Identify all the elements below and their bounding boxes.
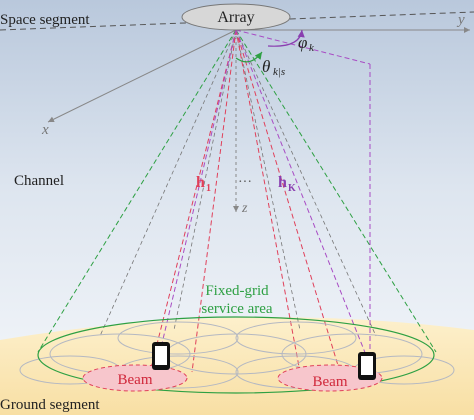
- ground-segment-label: Ground segment: [0, 397, 100, 413]
- dots-label: ···: [238, 175, 252, 190]
- user1-link-far2: [235, 29, 341, 373]
- coverage-edge-right: [235, 29, 437, 353]
- phi-angle-arc: [267, 29, 305, 47]
- beam-right-label: Beam: [313, 374, 348, 390]
- coverage-edge-left: [37, 29, 237, 353]
- satellite-array-icon: [181, 3, 291, 31]
- hK-label: h: [278, 174, 287, 191]
- beam-right: [277, 364, 383, 392]
- user1-link-left: [149, 29, 237, 373]
- z-axis-label: z: [241, 201, 248, 216]
- x-axis: [47, 29, 237, 123]
- grid-edge-right: [235, 29, 377, 337]
- space-segment-label: Space segment: [0, 12, 90, 28]
- beam-left: [82, 364, 188, 392]
- theta-subscript: k|s: [273, 66, 285, 78]
- userK-link-a: [159, 29, 237, 353]
- userK-link-b: [235, 29, 369, 361]
- service-area-line2: service area: [201, 301, 273, 317]
- hK-subscript: K: [288, 183, 296, 194]
- phi-symbol: φ: [298, 33, 307, 52]
- array-label: Array: [217, 9, 254, 26]
- user1-link-far: [235, 29, 301, 373]
- h1-subscript: 1: [206, 183, 211, 194]
- phi-subscript: k: [309, 42, 315, 54]
- userK-projection-top: [235, 29, 371, 65]
- x-axis-label: x: [41, 122, 49, 138]
- channel-label: Channel: [14, 173, 64, 189]
- beam-left-label: Beam: [118, 372, 153, 388]
- grid-edge-inner-right: [235, 29, 301, 331]
- user1-link-right: [191, 29, 237, 373]
- smartphone-icon: [152, 342, 170, 370]
- theta-angle-arc: [235, 51, 263, 63]
- grid-edge-inner-left: [173, 29, 237, 331]
- coverage-boundary: [37, 316, 435, 394]
- smartphone-icon: [358, 352, 376, 380]
- h1-label: h: [196, 174, 205, 191]
- y-axis-label: y: [456, 12, 465, 28]
- service-area-line1: Fixed-grid: [205, 283, 269, 299]
- theta-symbol: θ: [262, 57, 270, 76]
- space-segment-line: [0, 11, 474, 31]
